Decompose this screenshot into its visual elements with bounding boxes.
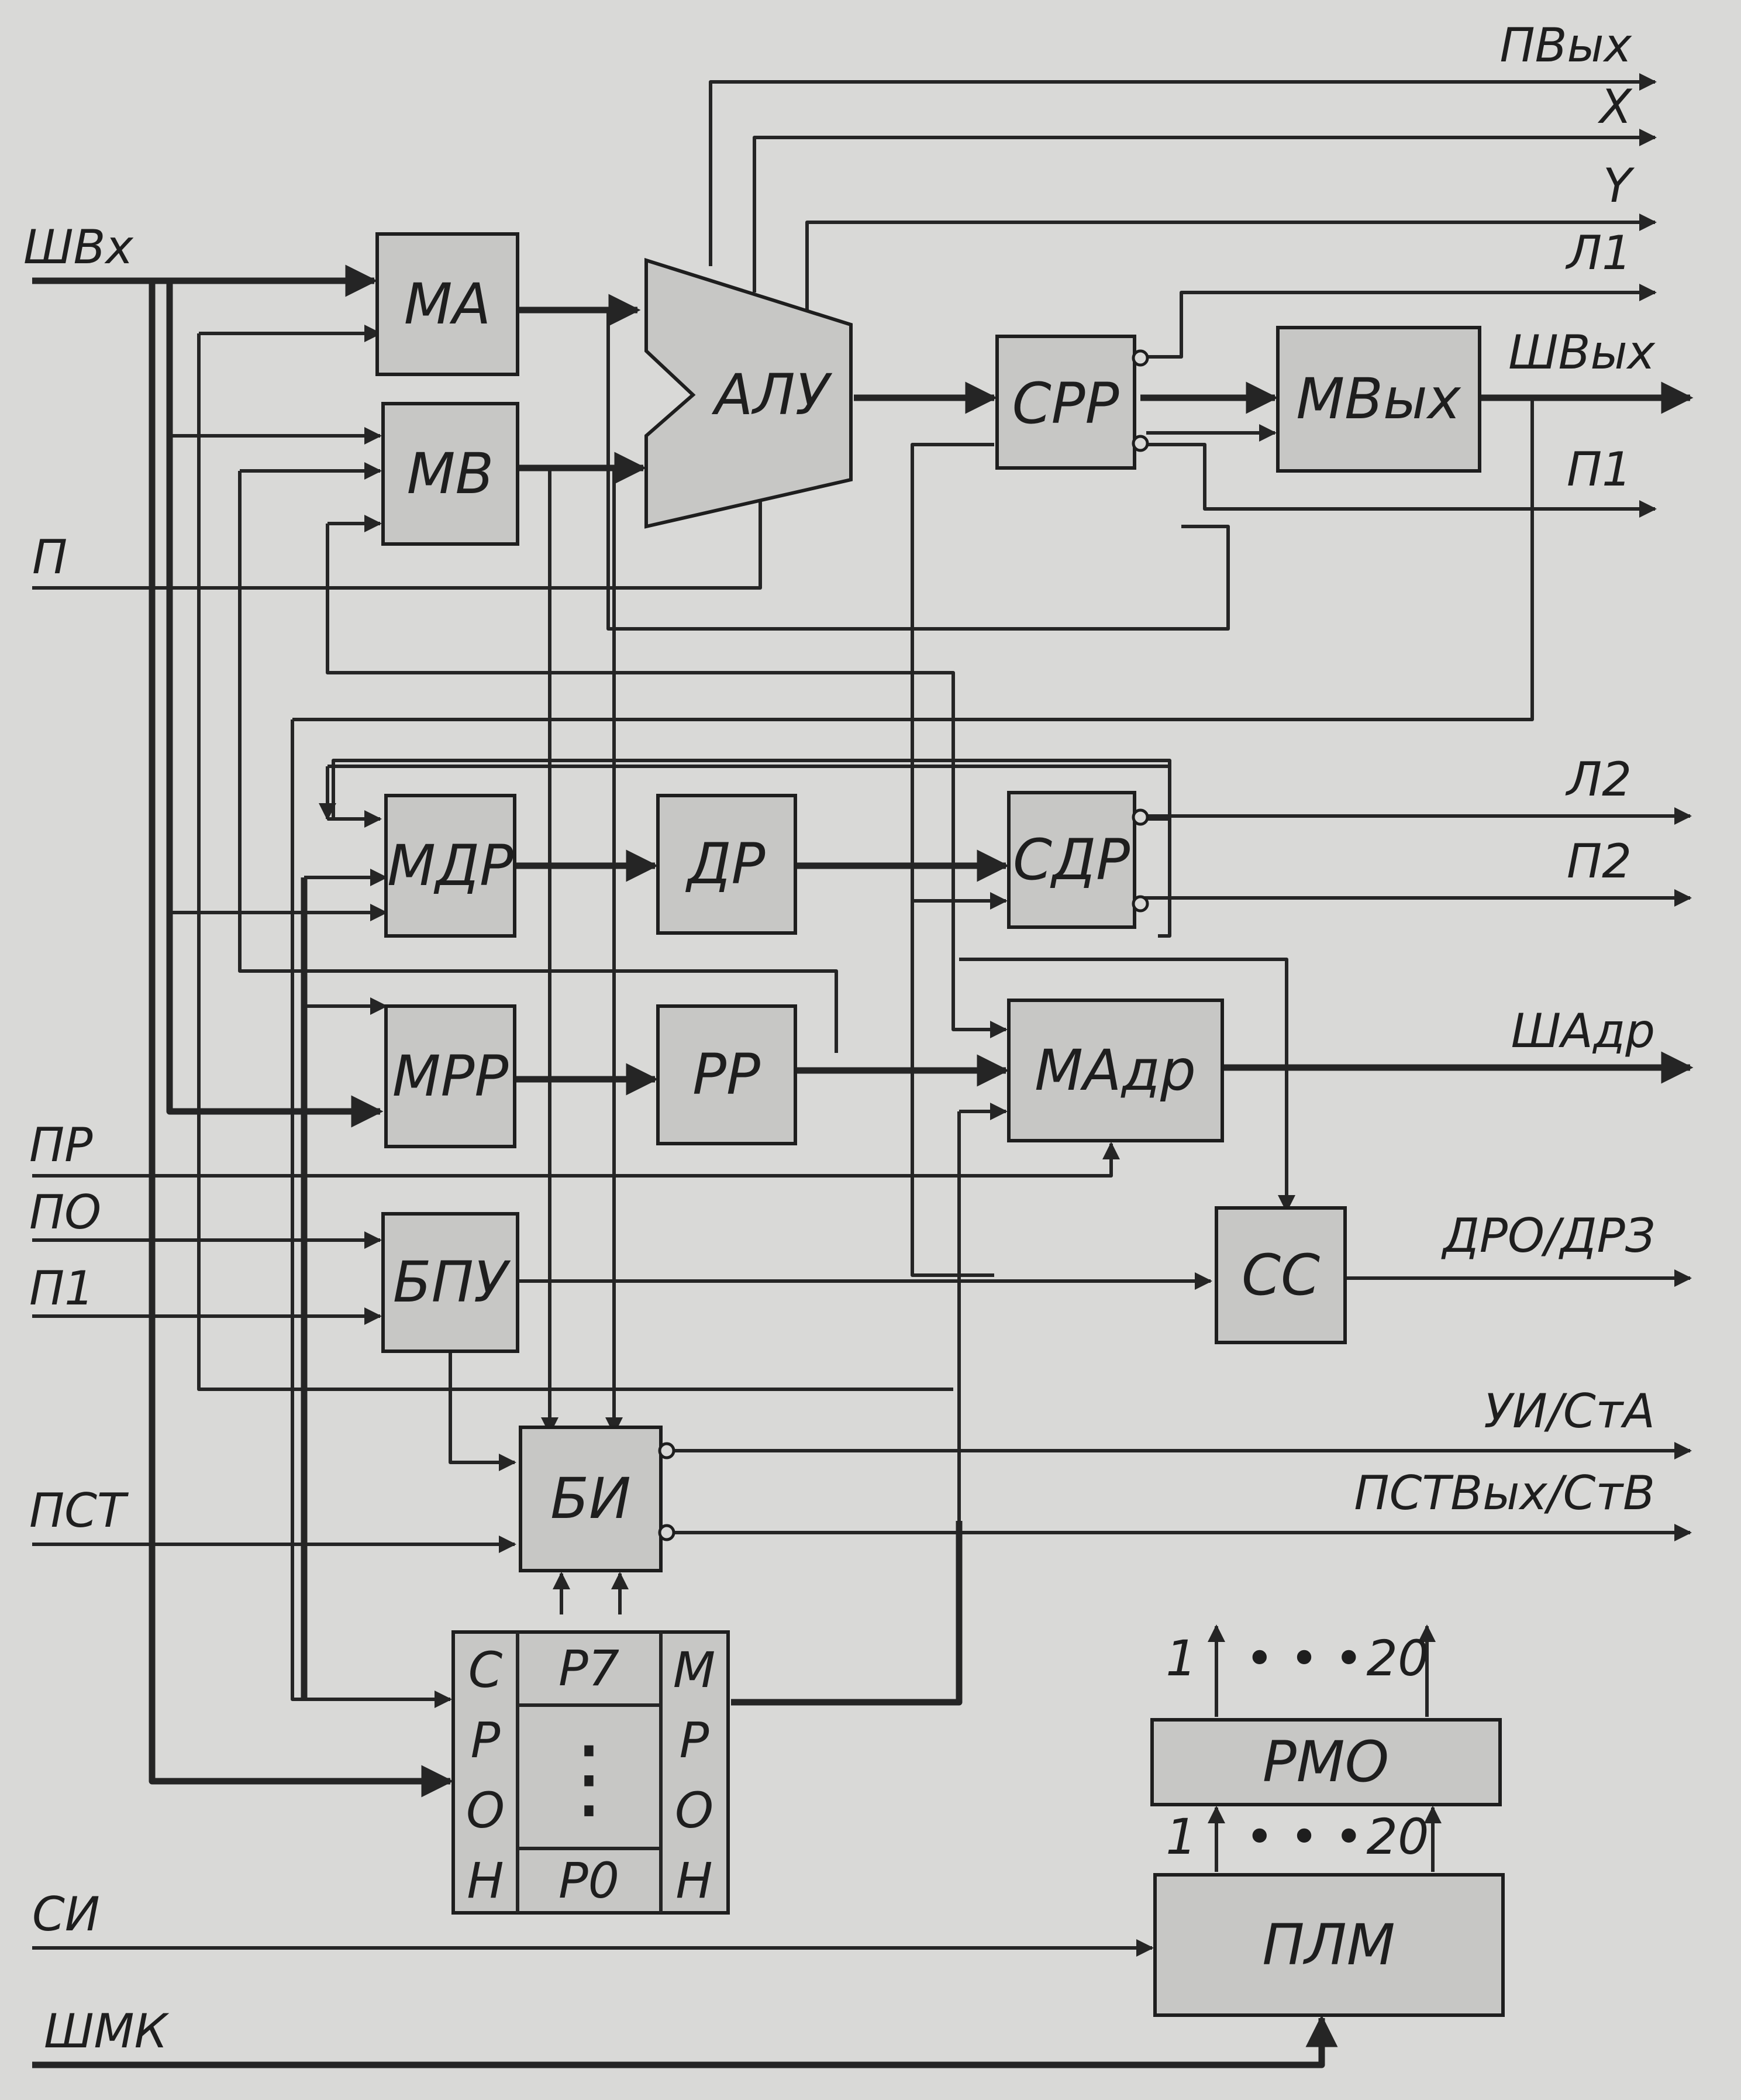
svg-text:1: 1 xyxy=(1166,1630,1197,1687)
output-label-p1: П1 xyxy=(1567,442,1632,497)
output-label-x: X xyxy=(1597,80,1633,134)
output-label-pstvyh-stv: ПСТВых/СтВ xyxy=(1354,1466,1655,1520)
svg-text:МА: МА xyxy=(404,271,491,337)
block-mrr: МРР xyxy=(384,1004,516,1148)
svg-text:МВ: МВ xyxy=(407,441,494,507)
input-label-pr: ПР xyxy=(29,1118,93,1172)
block-bi: БИ xyxy=(519,1426,675,1572)
inverted-output-marker xyxy=(658,1442,675,1459)
input-label-pst: ПСТ xyxy=(29,1483,129,1538)
connection-wires xyxy=(32,73,1694,2068)
svg-text:Н: Н xyxy=(467,1852,504,1909)
output-label-y: Y xyxy=(1603,159,1635,213)
input-signal-labels: ШВх П ПР ПО П1 ПСТ СИ ШМК xyxy=(23,220,170,2058)
inverted-output-marker xyxy=(658,1524,675,1541)
input-label-shvh: ШВх xyxy=(23,220,134,274)
svg-text:Р: Р xyxy=(680,1712,709,1769)
block-sdr: СДР xyxy=(1007,791,1149,929)
block-madr: МАдр xyxy=(1007,999,1224,1142)
svg-text:ПЛМ: ПЛМ xyxy=(1262,1912,1395,1978)
output-label-l1: Л1 xyxy=(1565,226,1632,280)
svg-text:МВых: МВых xyxy=(1296,366,1461,432)
output-label-dro-drz: ДРО/ДРЗ xyxy=(1441,1209,1655,1263)
block-mv: МВ xyxy=(381,402,519,546)
output-label-pvyh: ПВых xyxy=(1499,18,1632,73)
input-label-shmk: ШМК xyxy=(44,2004,170,2058)
rmo-output-range: 1 • • • 20 xyxy=(1166,1630,1429,1687)
block-rr: РР xyxy=(656,1004,797,1145)
functional-blocks: МА МВ АЛУ СРР МВых МДР ДР xyxy=(375,232,1505,2017)
block-srr: СРР xyxy=(995,335,1149,470)
svg-text:МДР: МДР xyxy=(387,833,513,898)
svg-text:О: О xyxy=(466,1782,505,1839)
block-ron: С Р О Н М Р О Н Р7 ⋮ Р0 xyxy=(451,1630,730,1915)
svg-text:БИ: БИ xyxy=(550,1466,631,1531)
svg-text:СДР: СДР xyxy=(1013,827,1130,893)
svg-text:• • •: • • • xyxy=(1245,1808,1363,1865)
svg-text:СРР: СРР xyxy=(1012,371,1119,436)
inverted-output-marker xyxy=(1132,808,1149,826)
output-label-l2: Л2 xyxy=(1565,752,1632,807)
register-r7: Р7 xyxy=(559,1640,619,1697)
svg-text:ДР: ДР xyxy=(685,831,766,897)
svg-text:20: 20 xyxy=(1367,1808,1429,1865)
block-ma: МА xyxy=(375,232,519,376)
plm-output-range: 1 • • • 20 xyxy=(1166,1808,1429,1865)
svg-text:С: С xyxy=(468,1641,503,1699)
block-ss: СС xyxy=(1215,1206,1347,1344)
register-r0: Р0 xyxy=(559,1852,619,1909)
inverted-output-marker xyxy=(1132,895,1149,913)
svg-text:1: 1 xyxy=(1166,1808,1197,1865)
svg-text:СС: СС xyxy=(1242,1242,1320,1308)
svg-text:Р: Р xyxy=(471,1712,501,1769)
inverted-output-marker xyxy=(1132,435,1149,452)
output-label-p2: П2 xyxy=(1567,834,1632,889)
svg-text:РР: РР xyxy=(692,1042,760,1107)
mron-label: М Р О Н xyxy=(673,1641,715,1909)
output-label-shvyh: ШВых xyxy=(1508,325,1656,380)
input-label-si: СИ xyxy=(32,1887,100,1941)
sron-label: С Р О Н xyxy=(466,1641,505,1909)
output-label-shadr: ШАдр xyxy=(1511,1004,1655,1058)
block-bpu: БПУ xyxy=(381,1212,519,1353)
svg-text:БПУ: БПУ xyxy=(393,1249,511,1315)
input-label-p: П xyxy=(32,530,67,584)
output-signal-labels: ПВых X Y Л1 ШВых П1 Л2 П2 ШАдр ДРО/ДРЗ У… xyxy=(1354,18,1656,1520)
svg-text:• • •: • • • xyxy=(1245,1630,1363,1687)
block-plm: ПЛМ xyxy=(1153,1873,1505,2017)
inverted-output-marker xyxy=(1132,349,1149,367)
block-mdr: МДР xyxy=(384,794,516,938)
svg-text:Н: Н xyxy=(675,1852,712,1909)
svg-text:МРР: МРР xyxy=(392,1044,509,1109)
svg-text:РМО: РМО xyxy=(1263,1729,1389,1795)
svg-text:МАдр: МАдр xyxy=(1035,1038,1196,1103)
block-alu: АЛУ xyxy=(644,257,853,529)
block-dr: ДР xyxy=(656,794,797,935)
input-label-p1: П1 xyxy=(29,1261,94,1316)
block-mvyh: МВых xyxy=(1276,326,1481,473)
svg-text:О: О xyxy=(675,1782,713,1839)
svg-text:20: 20 xyxy=(1367,1630,1429,1687)
svg-text:АЛУ: АЛУ xyxy=(711,362,833,428)
block-rmo: РМО xyxy=(1150,1718,1502,1806)
svg-text:М: М xyxy=(673,1641,715,1699)
output-label-ui-sta: УИ/СтА xyxy=(1484,1384,1655,1438)
register-ellipsis: ⋮ xyxy=(545,1727,633,1829)
input-label-po: ПО xyxy=(29,1185,101,1240)
